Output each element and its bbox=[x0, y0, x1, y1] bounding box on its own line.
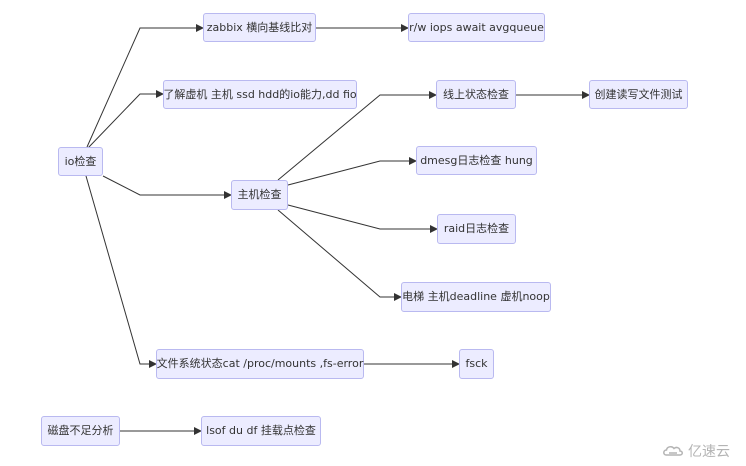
node-fs-status[interactable]: 文件系统状态cat /proc/mounts ,fs-error bbox=[156, 349, 364, 379]
edge-host-raid bbox=[287, 204, 438, 233]
edge-host-dmesg bbox=[287, 157, 417, 186]
node-metrics[interactable]: r/w iops await avgqueue bbox=[408, 13, 545, 42]
node-metrics-label: r/w iops await avgqueue bbox=[409, 20, 544, 34]
watermark-text: 亿速云 bbox=[688, 444, 730, 460]
node-disk-full-label: 磁盘不足分析 bbox=[47, 424, 114, 437]
node-dmesg[interactable]: dmesg日志检查 hung bbox=[416, 146, 537, 175]
edge-io-host bbox=[102, 175, 232, 199]
node-learn-label: 了解虚机 主机 ssd hdd的io能力,dd fio bbox=[163, 87, 357, 101]
node-rw-test[interactable]: 创建读写文件测试 bbox=[589, 80, 688, 109]
node-io-check-label: io检查 bbox=[64, 154, 97, 168]
node-dmesg-label: dmesg日志检查 hung bbox=[420, 153, 533, 167]
node-disk-full[interactable]: 磁盘不足分析 bbox=[41, 416, 120, 446]
node-host-check[interactable]: 主机检查 bbox=[231, 180, 288, 210]
node-online-check-label: 线上状态检查 bbox=[443, 87, 509, 101]
node-raid-label: raid日志检查 bbox=[443, 222, 510, 235]
node-elevator-label: 电梯 主机deadline 虚机noop bbox=[402, 290, 550, 303]
edge-host-elevator bbox=[277, 209, 402, 301]
node-fsck-label: fsck bbox=[465, 357, 488, 370]
node-elevator[interactable]: 电梯 主机deadline 虚机noop bbox=[401, 282, 551, 312]
node-online-check[interactable]: 线上状态检查 bbox=[436, 80, 516, 109]
node-rw-test-label: 创建读写文件测试 bbox=[594, 87, 683, 101]
node-lsof-label: lsof du df 挂载点检查 bbox=[206, 424, 316, 437]
edge-io-zabbix bbox=[86, 24, 204, 148]
node-zabbix-label: zabbix 横向基线比对 bbox=[206, 20, 313, 34]
edge-io-fs bbox=[85, 175, 157, 368]
cloud-logo-icon bbox=[663, 445, 683, 456]
node-fsck[interactable]: fsck bbox=[459, 349, 494, 379]
node-learn[interactable]: 了解虚机 主机 ssd hdd的io能力,dd fio bbox=[163, 80, 357, 109]
edge-host-online bbox=[277, 91, 437, 181]
node-lsof[interactable]: lsof du df 挂载点检查 bbox=[201, 416, 321, 446]
edge-io-learn bbox=[87, 90, 164, 149]
node-io-check[interactable]: io检查 bbox=[58, 147, 103, 176]
node-raid[interactable]: raid日志检查 bbox=[437, 214, 516, 244]
node-host-check-label: 主机检查 bbox=[237, 188, 282, 201]
node-fs-status-label: 文件系统状态cat /proc/mounts ,fs-error bbox=[156, 357, 364, 370]
node-zabbix[interactable]: zabbix 横向基线比对 bbox=[203, 13, 316, 42]
watermark: 亿速云 bbox=[662, 440, 742, 462]
